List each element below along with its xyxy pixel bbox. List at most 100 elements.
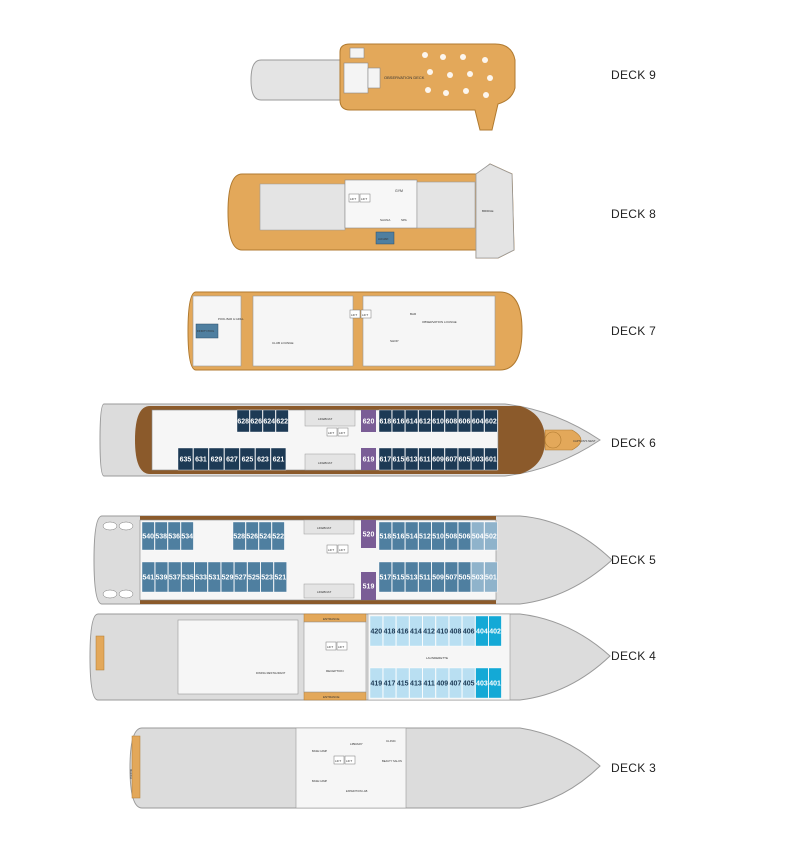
cabin-539[interactable]: [154, 561, 168, 593]
cabin-614[interactable]: [405, 409, 419, 433]
cabin-509[interactable]: [431, 561, 445, 593]
cabin-635[interactable]: [177, 447, 194, 471]
cabin-409[interactable]: [435, 667, 449, 699]
cabin-529[interactable]: [220, 561, 234, 593]
cabin-408[interactable]: [449, 615, 463, 647]
cabin-622[interactable]: [275, 409, 289, 433]
deck6-label: DECK 6: [611, 436, 657, 450]
cabin-507[interactable]: [444, 561, 458, 593]
cabin-621[interactable]: [270, 447, 287, 471]
cabin-503[interactable]: [471, 561, 485, 593]
cabin-417[interactable]: [383, 667, 397, 699]
cabin-516[interactable]: [392, 521, 406, 551]
cabin-611[interactable]: [418, 447, 432, 471]
cabin-626[interactable]: [249, 409, 263, 433]
cabin-628[interactable]: [236, 409, 250, 433]
cabin-504[interactable]: [471, 521, 485, 551]
cabin-number: 618: [379, 418, 391, 425]
cabin-603[interactable]: [471, 447, 485, 471]
cabin-414[interactable]: [409, 615, 423, 647]
cabin-number: 534: [181, 533, 193, 540]
cabin-607[interactable]: [444, 447, 458, 471]
cabin-512[interactable]: [418, 521, 432, 551]
cabin-531[interactable]: [207, 561, 221, 593]
cabin-502[interactable]: [484, 521, 498, 551]
cabin-511[interactable]: [418, 561, 432, 593]
cabin-619[interactable]: [361, 448, 376, 470]
cabin-515[interactable]: [392, 561, 406, 593]
cabin-412[interactable]: [422, 615, 436, 647]
cabin-537[interactable]: [168, 561, 182, 593]
cabin-528[interactable]: [232, 521, 246, 551]
cabin-610[interactable]: [431, 409, 445, 433]
cabin-411[interactable]: [422, 667, 436, 699]
cabin-627[interactable]: [224, 447, 240, 471]
cabin-535[interactable]: [181, 561, 195, 593]
deck7-clublounge-label: CLUB LOUNGE: [272, 341, 294, 345]
cabin-613[interactable]: [405, 447, 419, 471]
cabin-609[interactable]: [431, 447, 445, 471]
cabin-518[interactable]: [378, 521, 392, 551]
cabin-522[interactable]: [271, 521, 285, 551]
cabin-623[interactable]: [255, 447, 271, 471]
cabin-514[interactable]: [405, 521, 419, 551]
cabin-608[interactable]: [444, 409, 458, 433]
cabin-406[interactable]: [462, 615, 476, 647]
cabin-541[interactable]: [141, 561, 155, 593]
cabin-501[interactable]: [484, 561, 498, 593]
cabin-601[interactable]: [484, 447, 498, 471]
cabin-407[interactable]: [449, 667, 463, 699]
cabin-618[interactable]: [378, 409, 392, 433]
cabin-401[interactable]: [488, 667, 502, 699]
deck6-lifeboat-top-label: LIFEBOAT: [318, 417, 332, 421]
deck4-entrance-top-label: ENTRANCE: [323, 617, 340, 621]
cabin-540[interactable]: [141, 521, 155, 551]
cabin-405[interactable]: [462, 667, 476, 699]
cabin-418[interactable]: [383, 615, 397, 647]
cabin-402[interactable]: [488, 615, 502, 647]
cabin-615[interactable]: [392, 447, 406, 471]
cabin-number: 629: [211, 456, 223, 463]
cabin-410[interactable]: [435, 615, 449, 647]
cabin-616[interactable]: [392, 409, 406, 433]
cabin-625[interactable]: [239, 447, 256, 471]
deck3-basecamp1-label: BASE CAMP: [312, 749, 327, 753]
cabin-534[interactable]: [180, 521, 194, 551]
cabin-620[interactable]: [361, 410, 376, 432]
cabin-533[interactable]: [194, 561, 208, 593]
cabin-629[interactable]: [208, 447, 225, 471]
cabin-419[interactable]: [369, 667, 383, 699]
cabin-526[interactable]: [245, 521, 259, 551]
cabin-505[interactable]: [458, 561, 472, 593]
cabin-415[interactable]: [396, 667, 410, 699]
cabin-624[interactable]: [262, 409, 276, 433]
cabin-525[interactable]: [247, 561, 261, 593]
cabin-403[interactable]: [475, 667, 489, 699]
cabin-506[interactable]: [458, 521, 472, 551]
cabin-605[interactable]: [458, 447, 472, 471]
cabin-631[interactable]: [193, 447, 209, 471]
cabin-508[interactable]: [444, 521, 458, 551]
cabin-420[interactable]: [369, 615, 383, 647]
cabin-517[interactable]: [378, 561, 392, 593]
cabin-519[interactable]: [361, 572, 376, 600]
cabin-416[interactable]: [396, 615, 410, 647]
cabin-number: 625: [242, 456, 254, 463]
cabin-521[interactable]: [273, 561, 287, 593]
cabin-523[interactable]: [260, 561, 274, 593]
cabin-536[interactable]: [167, 521, 181, 551]
cabin-606[interactable]: [458, 409, 472, 433]
cabin-612[interactable]: [418, 409, 432, 433]
cabin-527[interactable]: [234, 561, 248, 593]
cabin-538[interactable]: [154, 521, 168, 551]
cabin-404[interactable]: [475, 615, 489, 647]
cabin-617[interactable]: [378, 447, 392, 471]
cabin-602[interactable]: [484, 409, 498, 433]
cabin-513[interactable]: [405, 561, 419, 593]
cabin-413[interactable]: [409, 667, 423, 699]
cabin-524[interactable]: [258, 521, 272, 551]
cabin-510[interactable]: [431, 521, 445, 551]
cabin-604[interactable]: [471, 409, 485, 433]
cabin-520[interactable]: [361, 520, 376, 548]
